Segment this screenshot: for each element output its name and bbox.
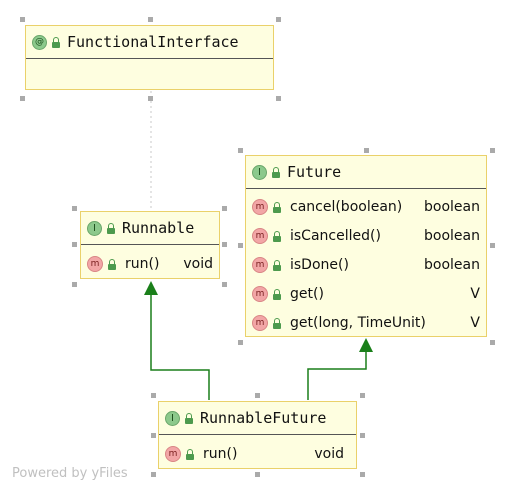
method-return-type: boolean (424, 228, 480, 244)
method-return-type: V (470, 286, 480, 302)
annotation-icon: @ (32, 34, 47, 50)
method-return-type: boolean (424, 257, 480, 273)
arrowhead-runnable (144, 281, 158, 295)
public-lock-icon (272, 230, 282, 242)
node-title: FunctionalInterface (67, 33, 239, 51)
selection-handle[interactable] (222, 282, 227, 287)
selection-handle[interactable] (276, 17, 281, 22)
method-return-type: boolean (424, 199, 480, 215)
method-name: isDone() (290, 257, 349, 273)
public-lock-icon (106, 222, 116, 234)
public-lock-icon (51, 36, 61, 48)
method-return-type: V (470, 315, 480, 331)
interface-icon: I (165, 410, 180, 426)
selection-handle[interactable] (276, 96, 281, 101)
method-row[interactable]: m cancel(boolean) boolean (252, 196, 480, 218)
method-return-type: void (314, 446, 344, 462)
selection-handle[interactable] (490, 243, 495, 248)
future-node[interactable]: I Future m cancel(boolean) boolean m isC… (245, 155, 487, 337)
public-lock-icon (107, 258, 117, 270)
node-header: I Future (246, 156, 486, 189)
method-row[interactable]: m isDone() boolean (252, 254, 480, 276)
runnable-node[interactable]: I Runnable m run() void (80, 211, 220, 279)
public-lock-icon (272, 259, 282, 271)
watermark: Powered by yFiles (12, 466, 128, 481)
selection-handle[interactable] (255, 472, 260, 477)
selection-handle[interactable] (20, 96, 25, 101)
method-row[interactable]: m run() void (165, 443, 350, 465)
method-row[interactable]: m get(long, TimeUnit) V (252, 312, 480, 334)
method-name: run() (203, 446, 238, 462)
public-lock-icon (272, 317, 282, 329)
selection-handle[interactable] (490, 148, 495, 153)
method-name: isCancelled() (290, 228, 381, 244)
selection-handle[interactable] (238, 148, 243, 153)
selection-handle[interactable] (72, 206, 77, 211)
method-row[interactable]: m isCancelled() boolean (252, 225, 480, 247)
selection-handle[interactable] (151, 393, 156, 398)
interface-icon: I (252, 164, 267, 180)
method-return-type: void (183, 256, 213, 272)
node-header: @ FunctionalInterface (26, 26, 273, 59)
method-row[interactable]: m run() void (87, 253, 213, 275)
interface-icon: I (87, 220, 102, 236)
functional-interface-node[interactable]: @ FunctionalInterface (25, 25, 274, 90)
method-name: get(long, TimeUnit) (290, 315, 426, 331)
selection-handle[interactable] (360, 472, 365, 477)
selection-handle[interactable] (360, 433, 365, 438)
node-title: Future (287, 163, 342, 181)
method-icon: m (165, 446, 181, 462)
node-title: Runnable (122, 219, 195, 237)
method-icon: m (252, 286, 268, 302)
selection-handle[interactable] (222, 242, 227, 247)
selection-handle[interactable] (148, 96, 153, 101)
node-header: I RunnableFuture (159, 402, 356, 435)
selection-handle[interactable] (20, 17, 25, 22)
arrowhead-future (359, 338, 373, 352)
selection-handle[interactable] (151, 472, 156, 477)
runnable-future-node[interactable]: I RunnableFuture m run() void (158, 401, 357, 469)
selection-handle[interactable] (490, 340, 495, 345)
public-lock-icon (184, 412, 194, 424)
method-row[interactable]: m get() V (252, 283, 480, 305)
selection-handle[interactable] (364, 148, 369, 153)
public-lock-icon (272, 288, 282, 300)
selection-handle[interactable] (360, 393, 365, 398)
selection-handle[interactable] (238, 340, 243, 345)
method-icon: m (252, 199, 268, 215)
public-lock-icon (271, 166, 281, 178)
selection-handle[interactable] (238, 243, 243, 248)
method-icon: m (252, 257, 268, 273)
selection-handle[interactable] (72, 242, 77, 247)
node-header: I Runnable (81, 212, 219, 245)
method-name: get() (290, 286, 324, 302)
selection-handle[interactable] (151, 433, 156, 438)
selection-handle[interactable] (255, 393, 260, 398)
method-name: run() (125, 256, 160, 272)
inheritance-edge-future (307, 352, 367, 400)
method-icon: m (252, 228, 268, 244)
selection-handle[interactable] (148, 17, 153, 22)
selection-handle[interactable] (72, 282, 77, 287)
method-icon: m (252, 315, 268, 331)
public-lock-icon (272, 201, 282, 213)
method-icon: m (87, 256, 103, 272)
node-title: RunnableFuture (200, 409, 327, 427)
selection-handle[interactable] (222, 206, 227, 211)
public-lock-icon (185, 448, 195, 460)
method-name: cancel(boolean) (290, 199, 403, 215)
inheritance-edge-runnable (150, 295, 210, 400)
